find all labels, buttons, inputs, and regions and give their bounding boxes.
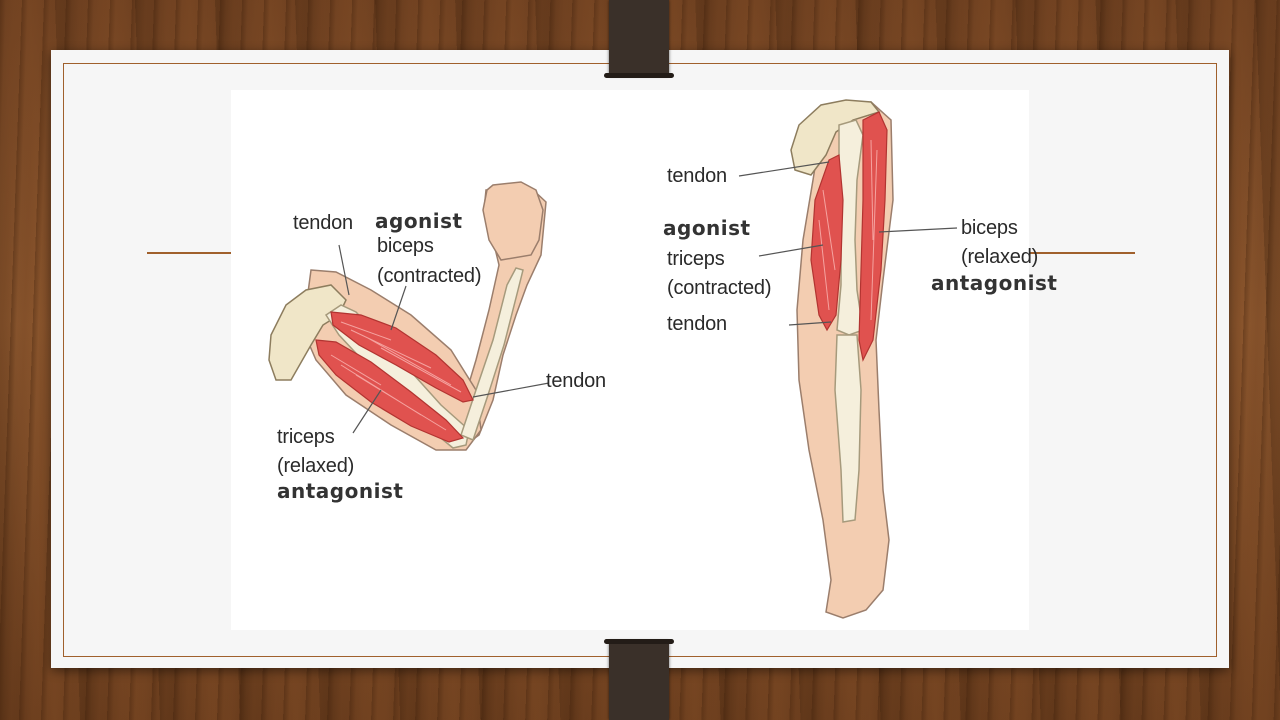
label-left-antagonist: antagonist: [277, 479, 404, 503]
label-left-relaxed: (relaxed): [277, 455, 355, 477]
label-left-biceps: biceps: [377, 235, 434, 257]
label-left-contracted: (contracted): [377, 265, 482, 287]
triceps-muscle-contracted: [810, 154, 844, 332]
fist: [482, 181, 544, 261]
leader-tendon-bottom-right: [788, 321, 832, 326]
forearm-bone: [460, 267, 524, 442]
decorative-rule-right: [1029, 252, 1135, 254]
label-left-agonist: agonist: [375, 209, 463, 233]
leader-tendon-top-right: [738, 161, 830, 177]
leader-tendon-elbow: [472, 382, 550, 398]
label-left-tendon-top: tendon: [293, 212, 353, 234]
label-right-agonist: agonist: [663, 216, 751, 240]
label-left-tendon-elbow: tendon: [546, 370, 606, 392]
leader-biceps: [390, 285, 407, 331]
binder-clip-top-lip: [604, 73, 674, 78]
label-left-triceps: triceps: [277, 426, 335, 448]
label-right-tendon-top: tendon: [667, 165, 727, 187]
label-right-biceps: biceps: [961, 217, 1018, 239]
muscle-diagram: tendon agonist biceps (contracted) tendo…: [231, 90, 1057, 630]
bent-arm-figure: [268, 181, 550, 451]
label-right-relaxed: (relaxed): [961, 246, 1039, 268]
muscle-illustration: [268, 99, 958, 619]
forearm-bone-right: [834, 334, 862, 523]
binder-clip-top: [609, 0, 669, 76]
decorative-rule-left: [147, 252, 233, 254]
binder-clip-bottom-lip: [604, 639, 674, 644]
slide-card: tendon agonist biceps (contracted) tendo…: [51, 50, 1229, 668]
leader-triceps: [352, 389, 382, 434]
label-right-tendon-bottom: tendon: [667, 313, 727, 335]
triceps-muscle-relaxed: [315, 339, 465, 443]
leader-tendon-top: [338, 244, 350, 296]
leader-triceps-right: [758, 244, 824, 257]
binder-clip-bottom: [609, 641, 669, 720]
label-right-triceps: triceps: [667, 248, 725, 270]
straight-arm-figure: [738, 99, 958, 619]
label-right-antagonist: antagonist: [931, 271, 1058, 295]
leader-biceps-right: [878, 227, 958, 233]
label-right-contracted: (contracted): [667, 277, 772, 299]
